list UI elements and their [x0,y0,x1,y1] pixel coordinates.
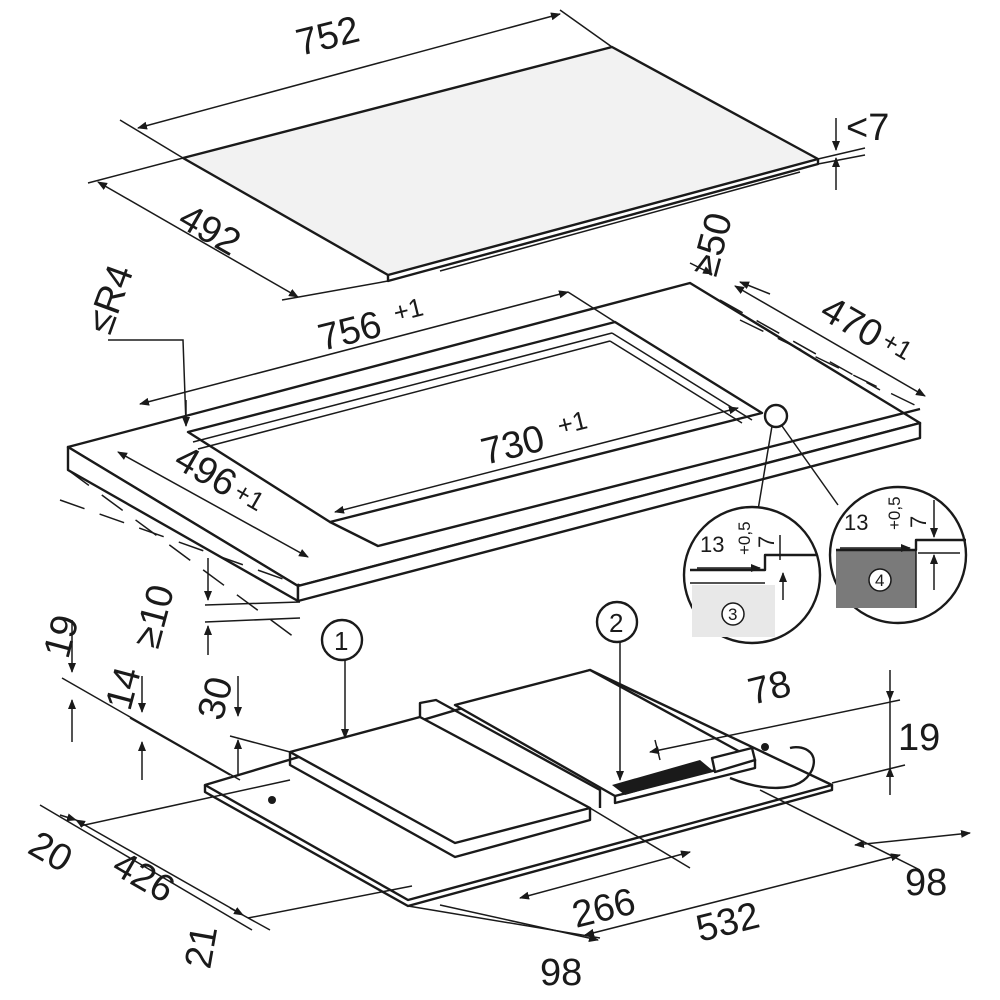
detail-marker [757,403,839,511]
detail-4-width: 13 [844,510,868,535]
dim-19-right-label: 19 [898,717,940,759]
detail-3-num: 3 [728,605,737,624]
dim-492-label: 492 [172,196,248,264]
dim-radius: ≤R4 [79,259,190,427]
dim-470-tol: +1 [877,325,918,366]
detail-4-tol: +0,5 [885,496,904,530]
dim-rear-clearance: ≥50 [684,208,771,295]
dim-98-bottom-label: 98 [540,952,582,994]
dim-98-bottom: 98 [407,904,601,994]
dim-rear-clearance-label: ≥50 [684,208,741,280]
dim-730-tol: +1 [554,405,590,441]
dim-19-left-label: 19 [36,611,88,663]
detail-3-tol: +0,5 [735,521,754,555]
dim-30-label: 30 [190,673,242,725]
dim-worktop-min-label: ≥10 [126,580,183,652]
detail-3: 13 +0,5 7 3 [682,505,822,645]
callout-2-label: 2 [609,608,623,638]
housing-box-right [453,668,757,805]
callout-1-label: 1 [334,626,348,656]
dim-756-tol: +1 [390,292,426,328]
dim-266-label: 266 [568,881,640,937]
power-cable [268,743,815,804]
dim-78-label: 78 [744,663,795,714]
dim-78: 78 [649,663,901,761]
dim-752-label: 752 [292,9,364,65]
dim-thickness-label: <7 [846,107,889,149]
dim-radius-label: ≤R4 [79,259,142,339]
dim-426-label: 426 [106,843,182,911]
callout-1: 1 [320,618,364,739]
detail-4-num: 4 [875,571,884,590]
dim-756-label: 756 [314,304,386,360]
detail-3-height: 7 [754,536,779,548]
callout-2: 2 [595,600,639,781]
dim-98-right-label: 98 [905,862,947,904]
dim-21-label: 21 [178,923,227,972]
dim-532-label: 532 [692,895,764,951]
detail-4-height: 7 [906,516,931,528]
dim-470-label: 470 [814,288,890,356]
dim-20-label: 20 [22,823,80,881]
dim-98-right: 98 [854,829,971,904]
detail-3-width: 13 [700,532,724,557]
dim-19-right: 19 [831,670,940,795]
detail-4: 13 +0,5 7 4 [828,485,968,625]
dim-thickness: <7 [817,107,889,190]
